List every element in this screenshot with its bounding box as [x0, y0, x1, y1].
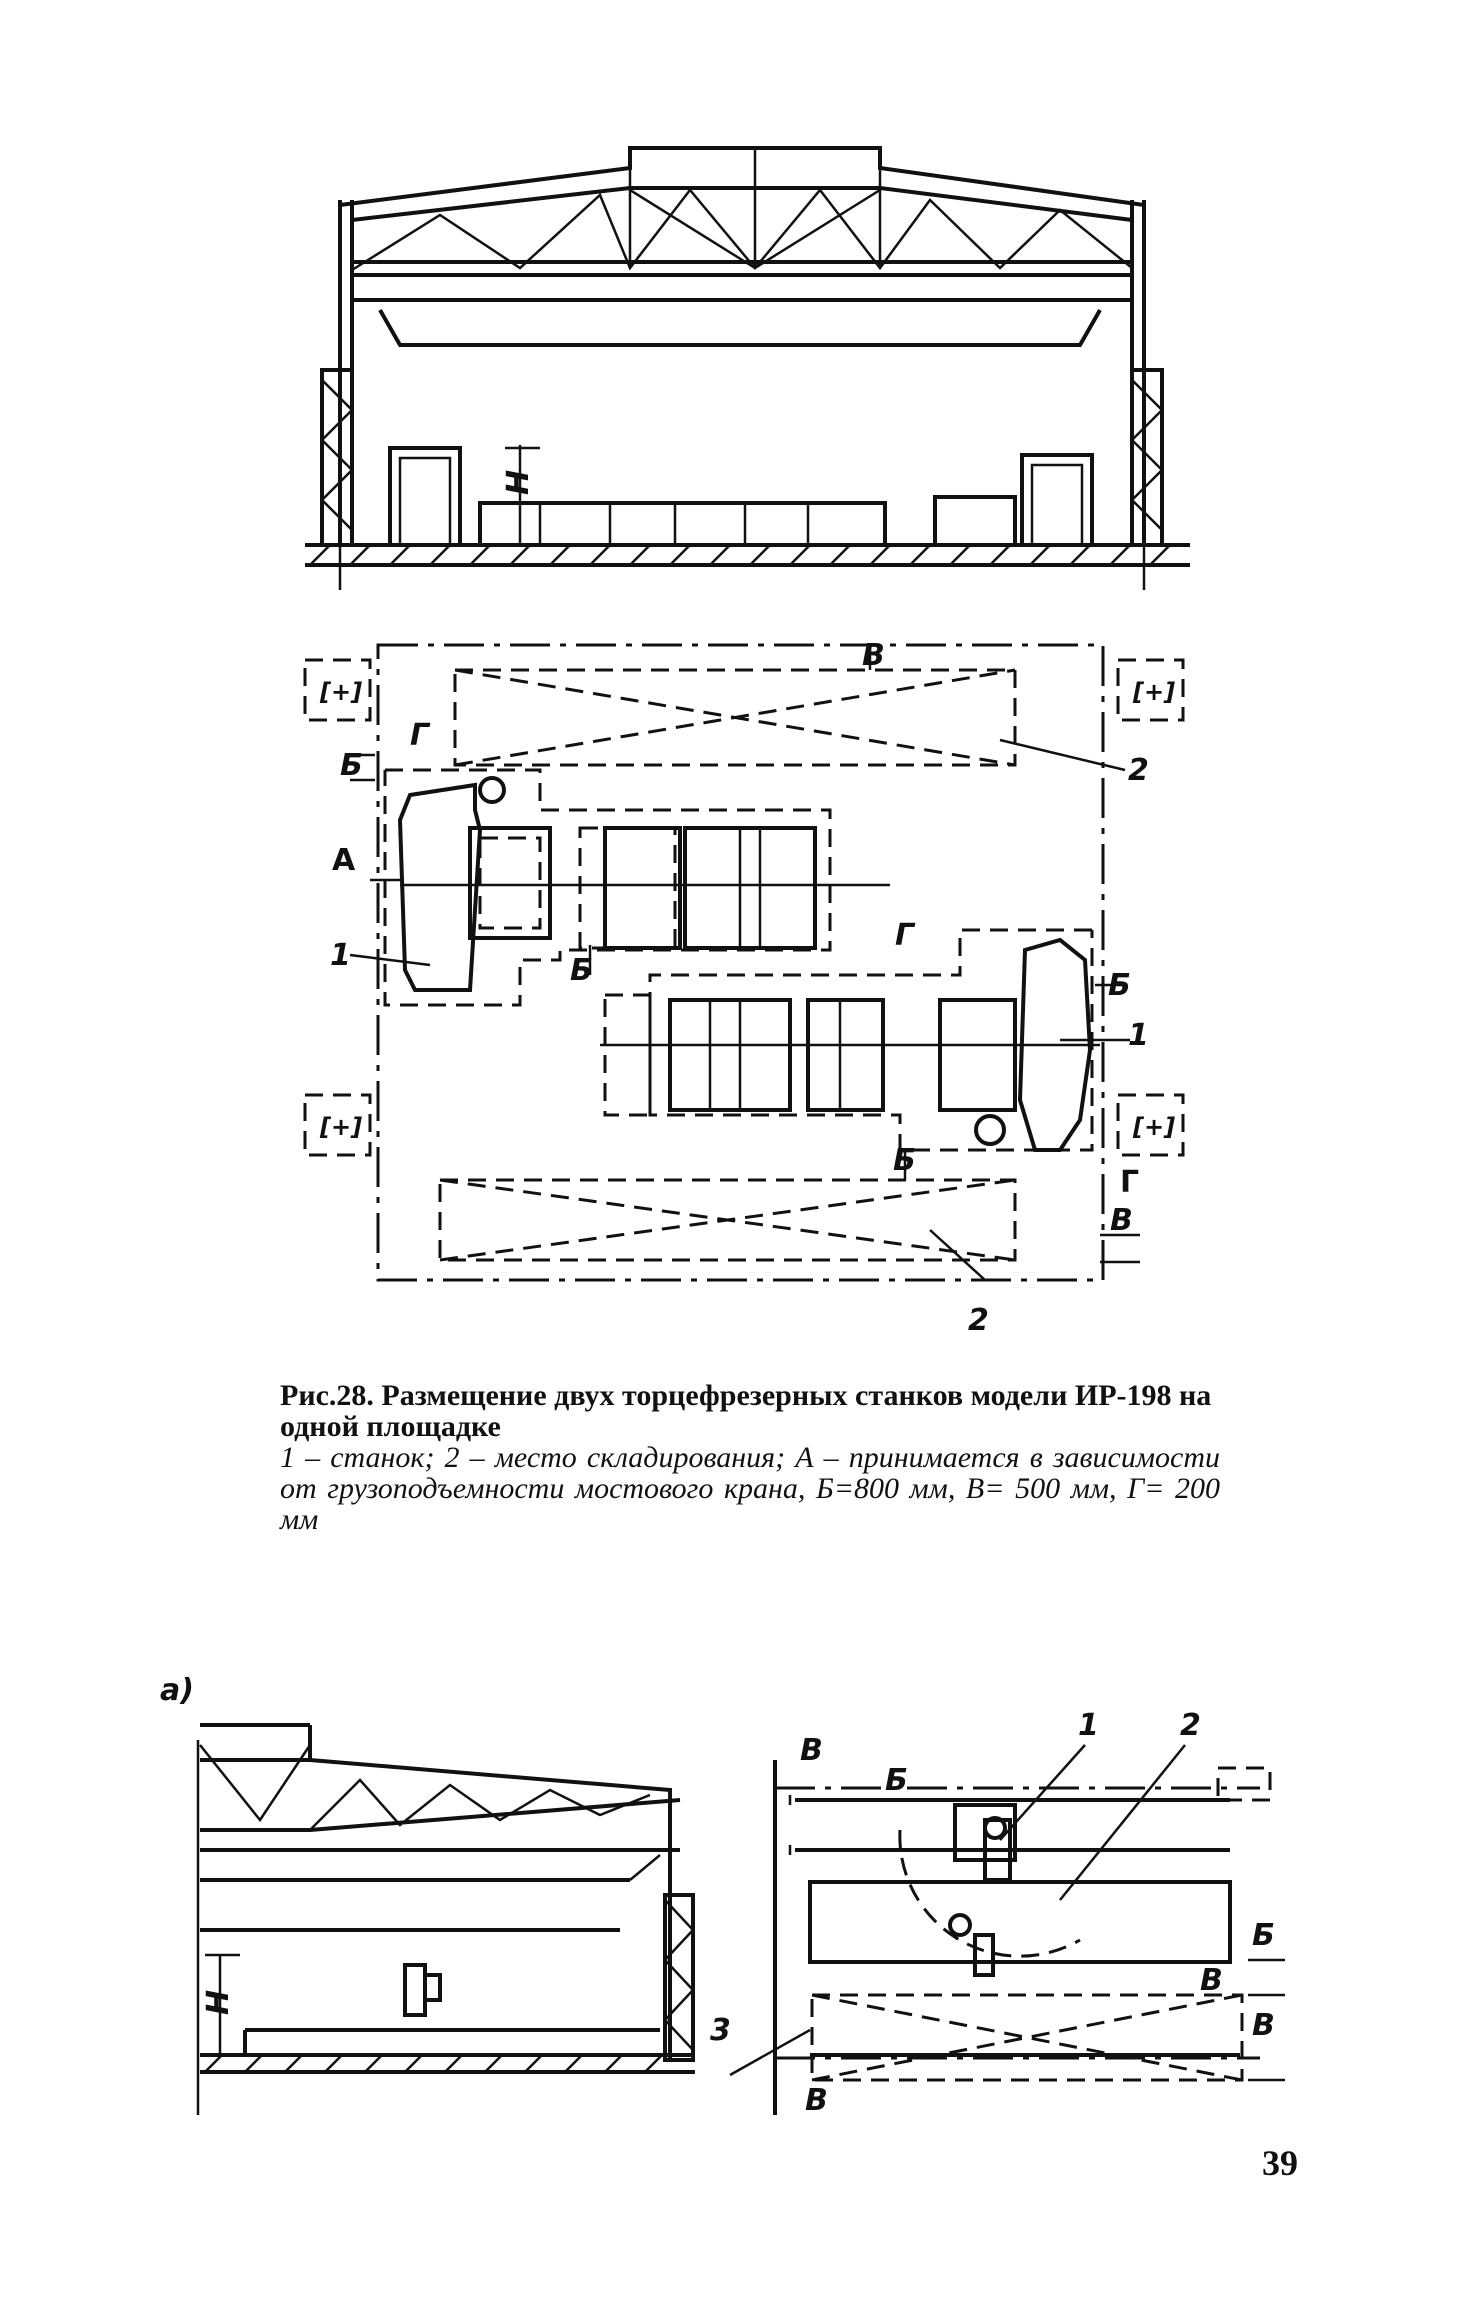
caption-legend: 1 – станок; 2 – место складирования; А –… [280, 1441, 1220, 1536]
svg-text:[+]: [+] [319, 678, 362, 706]
svg-text:[+]: [+] [1132, 678, 1175, 706]
figure-caption: Рис.28. Размещение двух торцефрезерных с… [280, 1380, 1220, 1535]
page-number: 39 [1262, 2143, 1298, 2183]
caption-title: Рис.28. Размещение двух торцефрезерных с… [280, 1379, 1212, 1443]
svg-text:[+]: [+] [1132, 1113, 1175, 1141]
svg-text:[+]: [+] [319, 1113, 362, 1141]
